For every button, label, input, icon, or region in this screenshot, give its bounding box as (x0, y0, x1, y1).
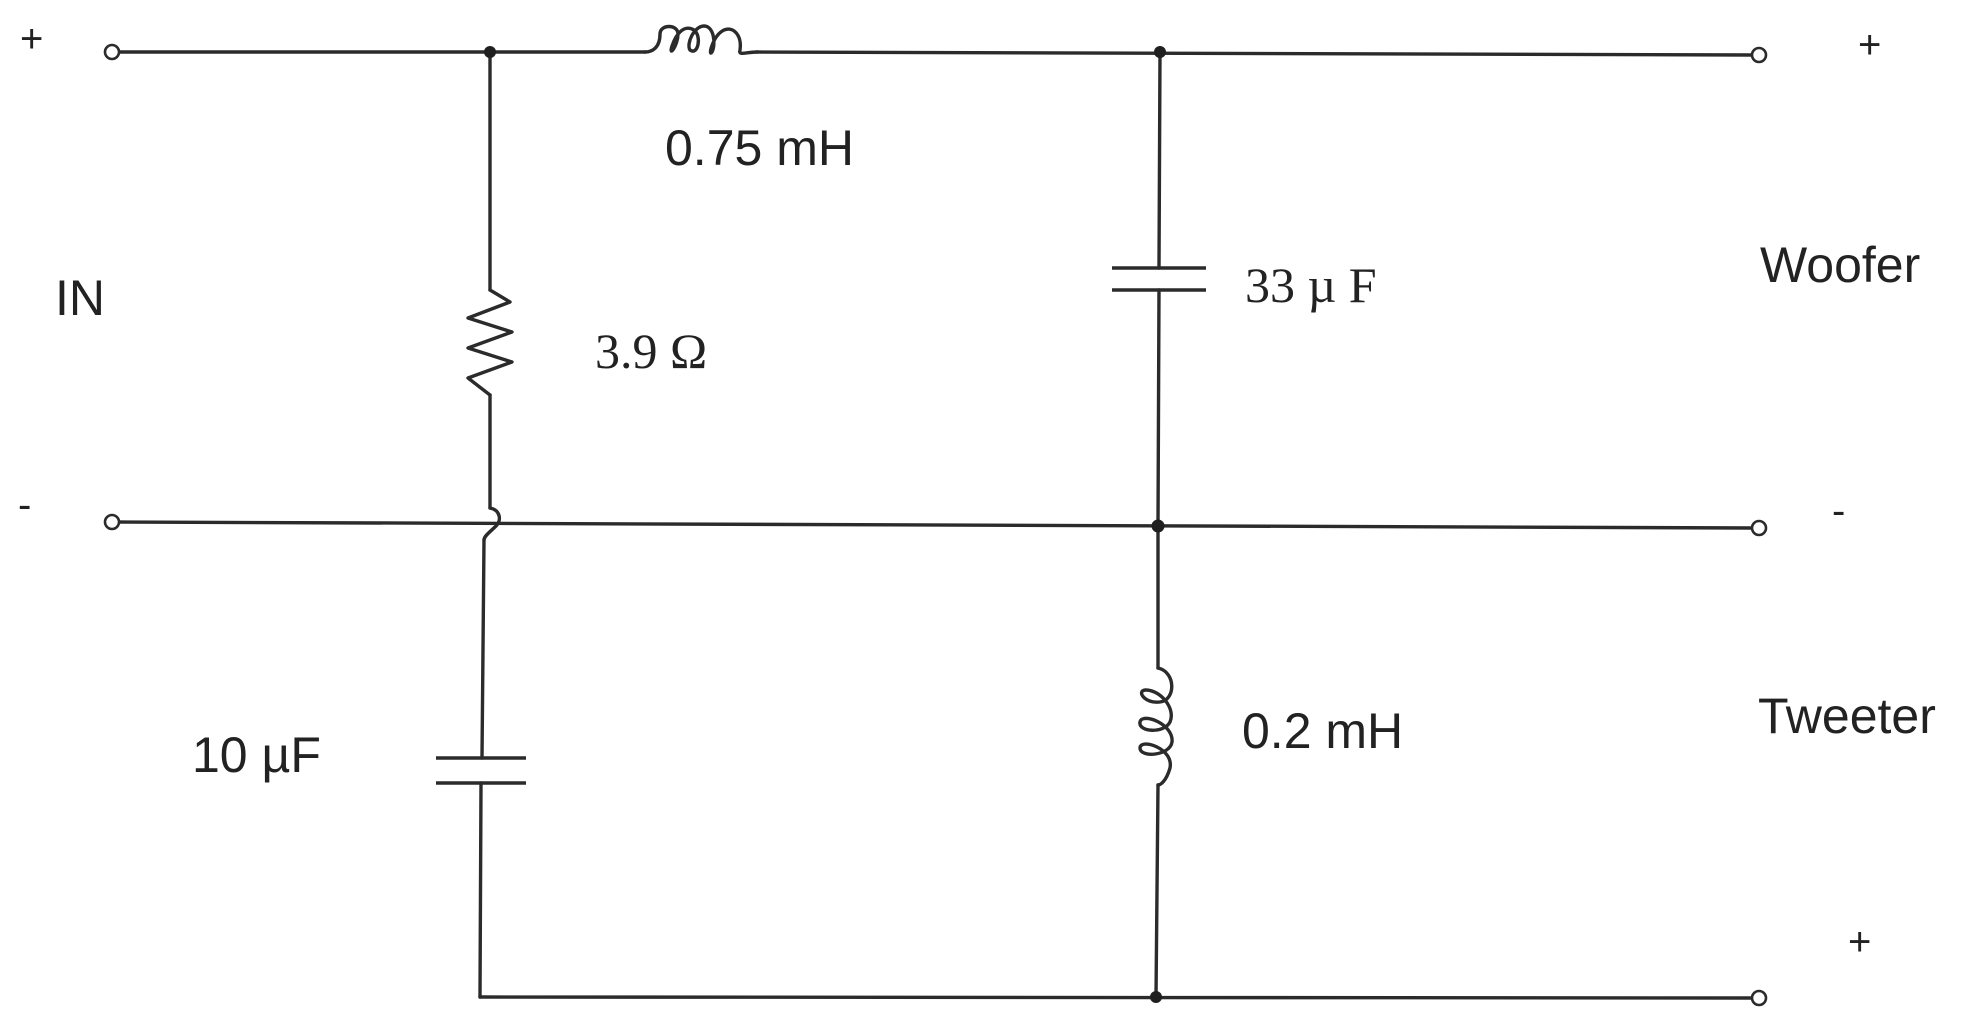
wire-crossover-hop (482, 506, 502, 542)
woofer-plus-sign: + (1858, 23, 1881, 67)
junction-bottom-right (1150, 991, 1162, 1003)
tweeter-plus-sign: + (1848, 920, 1871, 964)
woofer-minus-sign: - (1832, 489, 1845, 533)
woofer-minus-terminal (1750, 519, 1768, 537)
right-branch-wire-top (1157, 50, 1162, 270)
tweeter-label: Tweeter (1758, 688, 1936, 744)
woofer-plus-terminal (1750, 46, 1768, 64)
minus-rail-wire (110, 520, 1754, 530)
tweeter-capacitor-label: 10 µF (192, 727, 321, 783)
resistor-label: 3.9 Ω (595, 323, 707, 379)
woofer-capacitor-label: 33 µ F (1245, 257, 1377, 313)
tweeter-inductor-symbol (1138, 666, 1174, 787)
top-rail-wire-right (755, 50, 1754, 57)
resistor-symbol (466, 288, 514, 397)
series-inductor-symbol (643, 24, 759, 55)
junction-top-right (1154, 46, 1166, 58)
right-branch-wire-mid (1156, 288, 1161, 527)
input-plus-sign: + (20, 17, 43, 61)
input-plus-terminal (103, 43, 121, 61)
series-inductor-label: 0.75 mH (665, 120, 854, 176)
input-label: IN (55, 270, 105, 326)
woofer-label: Woofer (1760, 237, 1920, 293)
bottom-rail-wire (478, 995, 1754, 1000)
tweeter-inductor-label: 0.2 mH (1242, 703, 1403, 759)
junction-minus-right (1151, 519, 1165, 533)
junction-top-left (484, 46, 496, 58)
input-minus-sign: - (18, 483, 31, 527)
left-branch-wire-lower (480, 538, 486, 760)
tweeter-plus-terminal (1750, 989, 1768, 1007)
input-minus-terminal (103, 513, 121, 531)
right-branch-wire-bottom (1154, 783, 1160, 999)
left-branch-wire-bottom (478, 781, 483, 999)
